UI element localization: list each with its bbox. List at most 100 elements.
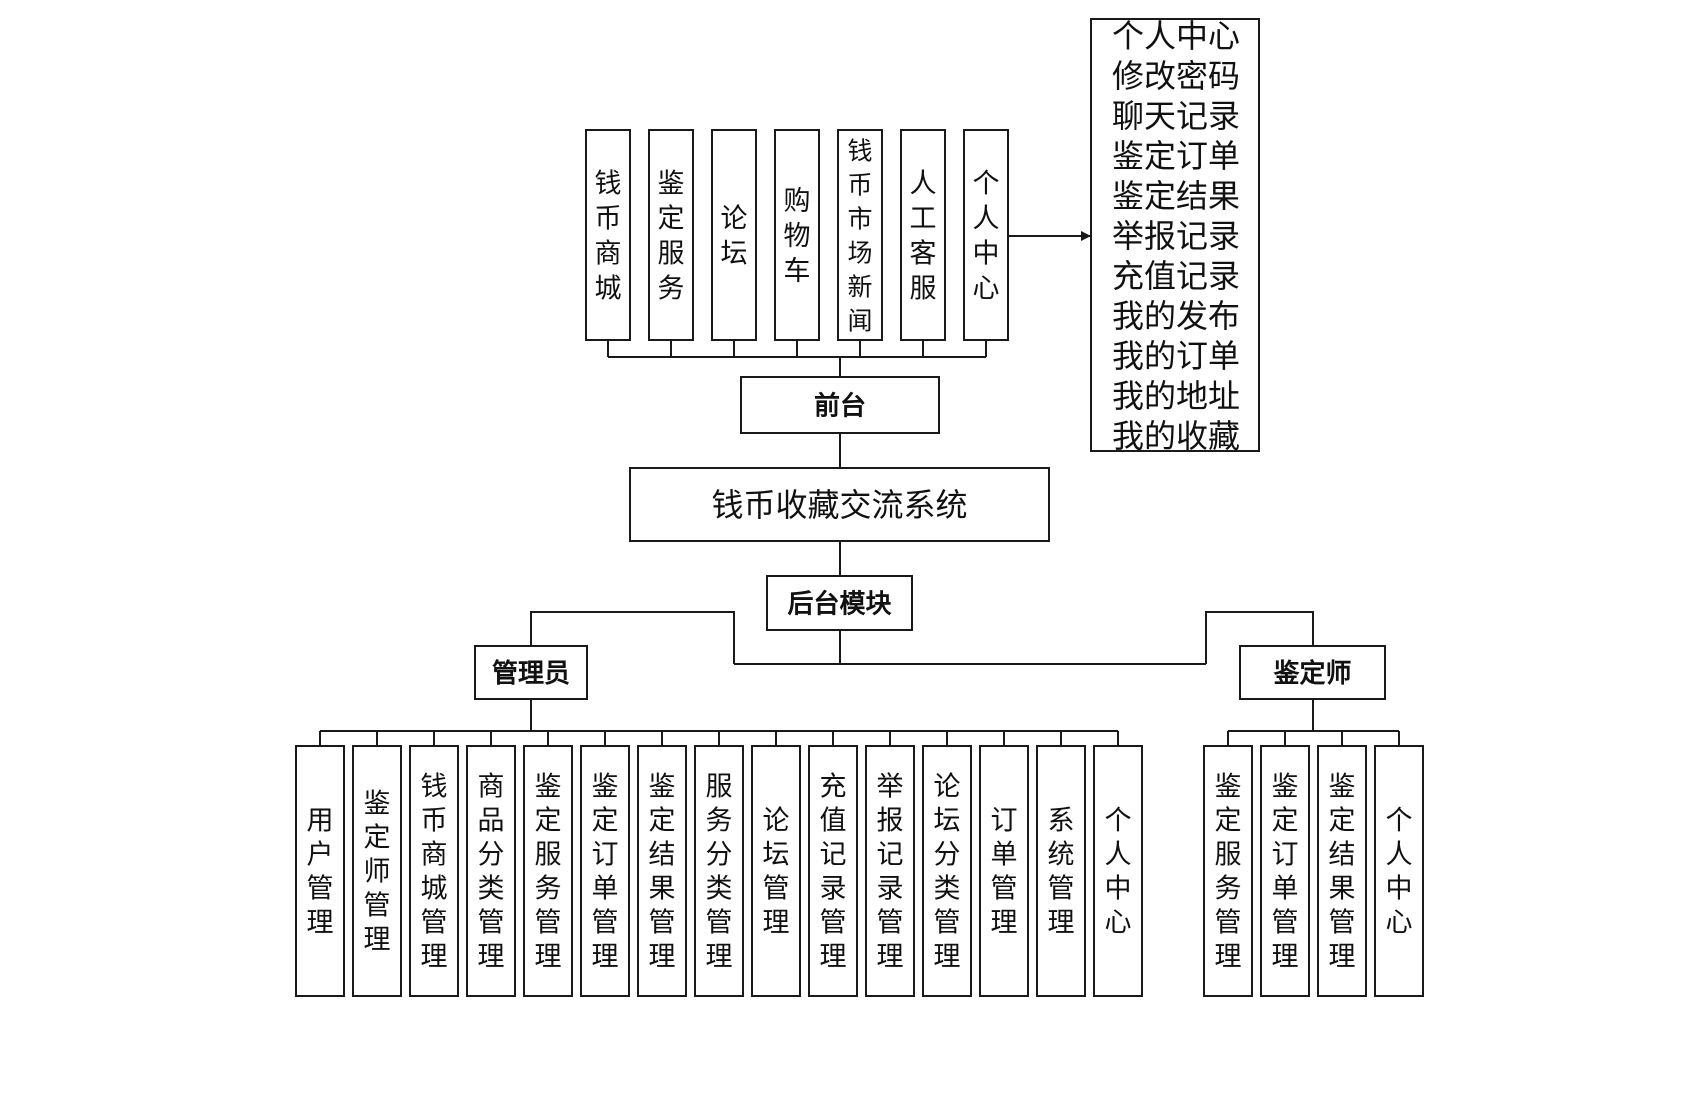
- personal-center-item[interactable]: 我的订单: [1112, 337, 1240, 375]
- admin-module-0[interactable]: 用户管理: [295, 745, 345, 997]
- admin-module-14-label: 个人中心: [1105, 806, 1132, 939]
- appraiser-module-0-label: 鉴定服务管理: [1215, 772, 1242, 973]
- frontend-module-6-label: 个人中心: [973, 168, 1000, 304]
- admin-module-3-frame: [466, 745, 516, 997]
- admin-module-2[interactable]: 钱币商城管理: [409, 745, 459, 997]
- personal-center-item[interactable]: 鉴定订单: [1112, 137, 1240, 175]
- admin-module-13-frame: [1036, 745, 1086, 997]
- personal-center-list: 个人中心修改密码聊天记录鉴定订单鉴定结果举报记录充值记录我的发布我的订单我的地址…: [1090, 17, 1260, 455]
- admin-module-12-frame: [979, 745, 1029, 997]
- frontend-module-4[interactable]: 钱币市场新闻: [837, 129, 883, 341]
- admin-module-3-label: 商品分类管理: [478, 772, 505, 973]
- system-node-frame: [629, 467, 1050, 542]
- frontend-module-2-label: 论坛: [721, 203, 748, 269]
- frontend-module-6-frame: [963, 129, 1009, 341]
- admin-module-6-frame: [637, 745, 687, 997]
- admin-module-11-frame: [922, 745, 972, 997]
- admin-module-1-label: 鉴定师管理: [364, 789, 391, 956]
- admin-module-10[interactable]: 举报记录管理: [865, 745, 915, 997]
- backend-node-frame: [766, 575, 913, 631]
- personal-center-item[interactable]: 我的发布: [1112, 297, 1240, 335]
- frontend-module-4-frame: [837, 129, 883, 341]
- frontend-module-1-frame: [648, 129, 694, 341]
- admin-module-10-frame: [865, 745, 915, 997]
- personal-center-item[interactable]: 充值记录: [1112, 257, 1240, 295]
- admin-module-13[interactable]: 系统管理: [1036, 745, 1086, 997]
- frontend-module-2-frame: [711, 129, 757, 341]
- frontend-node-frame: [740, 376, 940, 434]
- system-node-label: 钱币收藏交流系统: [711, 486, 967, 524]
- frontend-module-3[interactable]: 购物车: [774, 129, 820, 341]
- personal-center-item[interactable]: 举报记录: [1112, 217, 1240, 255]
- admin-module-8-label: 论坛管理: [763, 806, 790, 939]
- admin-module-7-frame: [694, 745, 744, 997]
- frontend-module-3-label: 购物车: [784, 186, 811, 287]
- admin-module-1-frame: [352, 745, 402, 997]
- personal-center-item[interactable]: 鉴定结果: [1112, 177, 1240, 215]
- admin-module-11[interactable]: 论坛分类管理: [922, 745, 972, 997]
- appraiser-node[interactable]: 鉴定师: [1239, 645, 1386, 700]
- admin-node[interactable]: 管理员: [474, 645, 588, 700]
- appraiser-module-2[interactable]: 鉴定结果管理: [1317, 745, 1367, 997]
- appraiser-module-1-label: 鉴定订单管理: [1272, 772, 1299, 973]
- frontend-module-2[interactable]: 论坛: [711, 129, 757, 341]
- frontend-module-5-label: 人工客服: [910, 168, 937, 304]
- frontend-node[interactable]: 前台: [740, 376, 940, 434]
- admin-node-label: 管理员: [492, 659, 570, 689]
- admin-module-9-label: 充值记录管理: [820, 772, 847, 973]
- admin-module-6[interactable]: 鉴定结果管理: [637, 745, 687, 997]
- personal-center-item[interactable]: 聊天记录: [1112, 97, 1240, 135]
- personal-center-item[interactable]: 修改密码: [1112, 57, 1240, 95]
- frontend-module-5[interactable]: 人工客服: [900, 129, 946, 341]
- frontend-node-label: 前台: [814, 390, 866, 421]
- personal-center-list-frame: [1090, 18, 1260, 452]
- admin-module-9-frame: [808, 745, 858, 997]
- appraiser-module-3[interactable]: 个人中心: [1374, 745, 1424, 997]
- backend-to-appraiser: [1205, 611, 1314, 664]
- frontend-module-1[interactable]: 鉴定服务: [648, 129, 694, 341]
- system-node[interactable]: 钱币收藏交流系统: [629, 467, 1050, 542]
- admin-module-7[interactable]: 服务分类管理: [694, 745, 744, 997]
- admin-module-0-frame: [295, 745, 345, 997]
- admin-node-frame: [474, 645, 588, 700]
- frontend-module-0-frame: [585, 129, 631, 341]
- admin-module-11-label: 论坛分类管理: [934, 772, 961, 973]
- admin-module-3[interactable]: 商品分类管理: [466, 745, 516, 997]
- personal-center-item[interactable]: 个人中心: [1112, 17, 1240, 55]
- admin-module-14[interactable]: 个人中心: [1093, 745, 1143, 997]
- backend-to-admin: [530, 611, 735, 664]
- admin-module-13-label: 系统管理: [1048, 806, 1075, 939]
- appraiser-module-2-frame: [1317, 745, 1367, 997]
- appraiser-module-1-frame: [1260, 745, 1310, 997]
- admin-module-1[interactable]: 鉴定师管理: [352, 745, 402, 997]
- backend-node-label: 后台模块: [787, 588, 891, 619]
- admin-module-9[interactable]: 充值记录管理: [808, 745, 858, 997]
- admin-module-10-label: 举报记录管理: [877, 772, 904, 973]
- admin-module-4-label: 鉴定服务管理: [535, 772, 562, 973]
- appraiser-module-0[interactable]: 鉴定服务管理: [1203, 745, 1253, 997]
- admin-module-8[interactable]: 论坛管理: [751, 745, 801, 997]
- admin-module-4-frame: [523, 745, 573, 997]
- personal-center-item[interactable]: 我的地址: [1112, 377, 1240, 415]
- admin-module-12[interactable]: 订单管理: [979, 745, 1029, 997]
- frontend-module-0[interactable]: 钱币商城: [585, 129, 631, 341]
- admin-module-5[interactable]: 鉴定订单管理: [580, 745, 630, 997]
- admin-module-8-frame: [751, 745, 801, 997]
- backend-node[interactable]: 后台模块: [766, 575, 913, 631]
- frontend-module-5-frame: [900, 129, 946, 341]
- appraiser-module-2-label: 鉴定结果管理: [1329, 772, 1356, 973]
- frontend-module-4-label: 钱币市场新闻: [847, 137, 872, 336]
- admin-module-4[interactable]: 鉴定服务管理: [523, 745, 573, 997]
- frontend-module-0-label: 钱币商城: [595, 168, 622, 304]
- appraiser-module-1[interactable]: 鉴定订单管理: [1260, 745, 1310, 997]
- admin-module-5-label: 鉴定订单管理: [592, 772, 619, 973]
- admin-module-5-frame: [580, 745, 630, 997]
- appraiser-module-3-frame: [1374, 745, 1424, 997]
- admin-module-12-label: 订单管理: [991, 806, 1018, 939]
- admin-module-6-label: 鉴定结果管理: [649, 772, 676, 973]
- frontend-module-6[interactable]: 个人中心: [963, 129, 1009, 341]
- admin-module-14-frame: [1093, 745, 1143, 997]
- personal-center-item[interactable]: 我的收藏: [1112, 417, 1240, 455]
- appraiser-node-frame: [1239, 645, 1386, 700]
